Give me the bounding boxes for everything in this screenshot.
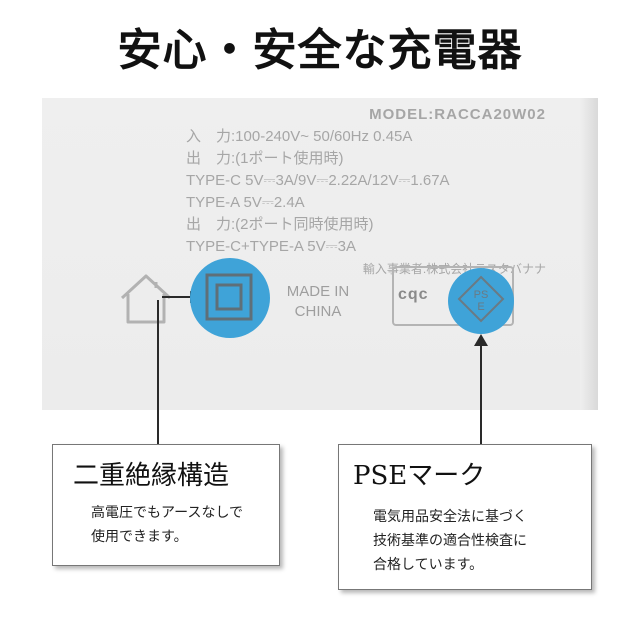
double-square-icon: [205, 273, 253, 321]
pse-text-line1: PS: [474, 289, 489, 301]
spec-line-typea: TYPE-A 5V⎓2.4A: [186, 194, 305, 211]
pse-diamond-icon: PS E: [457, 275, 505, 323]
spec-line-typec: TYPE-C 5V⎓3A/9V⎓2.22A/12V⎓1.67A: [186, 172, 450, 189]
pse-highlight: [448, 268, 514, 334]
callout-title-right: PSEマーク: [353, 461, 486, 491]
model-number: MODEL:RACCA20W02: [369, 106, 546, 123]
cqc-mark: cqc: [398, 286, 429, 303]
callout-pse-mark: PSEマーク 電気用品安全法に基づく 技術基準の適合性検査に 合格しています。: [338, 444, 592, 590]
pointer-line-left: [157, 300, 159, 444]
double-insulation-highlight: [190, 258, 270, 338]
importer-line: 輸入事業者:株式会社ラスタバナナ: [362, 262, 546, 276]
pse-text-line2: E: [477, 301, 484, 313]
callout-right-line3: 合格しています。: [373, 557, 484, 573]
callout-right-line1: 電気用品安全法に基づく: [373, 509, 527, 525]
callout-body-left: 高電圧でもアースなしで 使用できます。: [91, 501, 279, 549]
callout-right-line2: 技術基準の適合性検査に: [373, 533, 527, 549]
made-in-line1: MADE IN: [286, 283, 350, 300]
pointer-line-right: [480, 344, 482, 444]
page-title: 安心・安全な充電器: [117, 25, 523, 76]
spec-line-output-single: 出 力:(1ポート使用時): [186, 150, 344, 167]
callout-body-right: 電気用品安全法に基づく 技術基準の適合性検査に 合格しています。: [373, 505, 585, 577]
callout-title-left: 二重絶縁構造: [73, 461, 230, 491]
spec-line-combined: TYPE-C+TYPE-A 5V⎓3A: [186, 238, 356, 255]
spec-line-input: 入 力:100-240V~ 50/60Hz 0.45A: [186, 128, 413, 145]
callout-left-line2: 使用できます。: [91, 529, 188, 545]
callout-double-insulation: 二重絶縁構造 高電圧でもアースなしで 使用できます。: [52, 444, 280, 566]
callout-left-line1: 高電圧でもアースなしで: [91, 505, 244, 521]
arrow-up-icon: [474, 334, 488, 346]
made-in-text: MADE IN CHINA: [268, 282, 368, 322]
spec-line-output-dual: 出 力:(2ポート同時使用時): [186, 216, 374, 233]
charger-device: [42, 98, 598, 410]
made-in-line2: CHINA: [294, 303, 342, 320]
device-edge: [580, 98, 598, 410]
spec-label: MODEL:RACCA20W02 入 力:100-240V~ 50/60Hz 0…: [186, 104, 546, 280]
house-icon: [120, 274, 172, 324]
